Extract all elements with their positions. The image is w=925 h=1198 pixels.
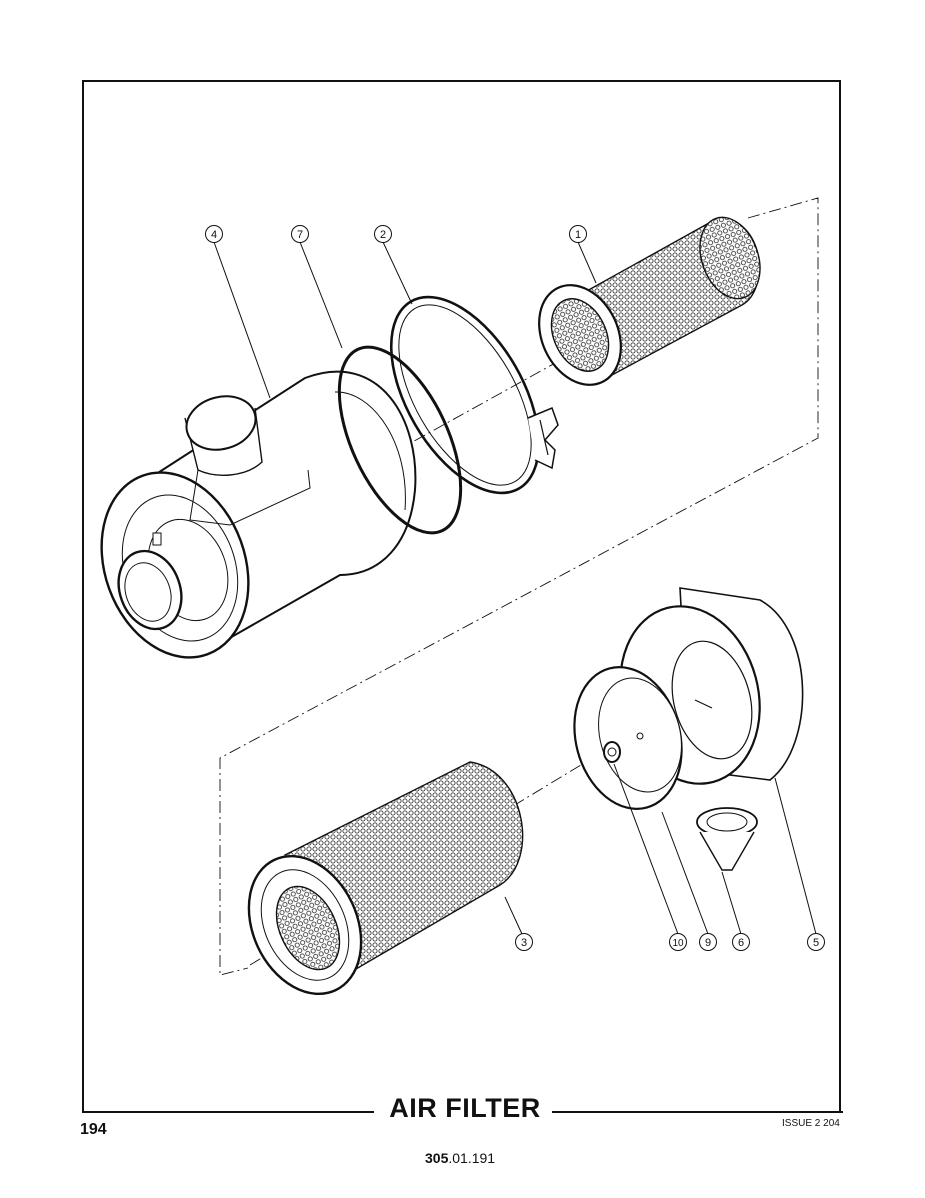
issue-label: ISSUE 2 204: [782, 1118, 840, 1129]
document-reference-bold: 305: [425, 1150, 449, 1166]
title-rule-right: [552, 1111, 843, 1113]
callout-4: 4: [205, 225, 223, 243]
baffle-plate: [573, 666, 683, 810]
title-rule-left: [82, 1111, 374, 1113]
callout-5: 5: [807, 933, 825, 951]
svg-text:7: 7: [297, 229, 303, 241]
callout-6: 6: [732, 933, 750, 951]
svg-text:5: 5: [813, 937, 819, 949]
o-ring-seal: [337, 345, 463, 535]
main-filter-element: [247, 761, 524, 996]
housing-body: [100, 370, 417, 659]
callout-1: 1: [569, 225, 587, 243]
diagram-frame: [82, 80, 841, 1113]
wing-nut: [603, 741, 621, 763]
callout-10: 10: [669, 933, 687, 951]
page-number: 194: [80, 1121, 107, 1138]
dust-valve: [696, 807, 758, 871]
callout-3: 3: [515, 933, 533, 951]
safety-filter-element: [538, 216, 761, 386]
svg-text:10: 10: [672, 938, 684, 949]
document-reference: 305.01.191: [425, 1150, 495, 1166]
callout-9: 9: [699, 933, 717, 951]
leader-lines: [213, 241, 817, 935]
callout-2: 2: [374, 225, 392, 243]
svg-text:2: 2: [380, 229, 386, 241]
svg-text:6: 6: [738, 937, 744, 949]
svg-text:9: 9: [705, 937, 711, 949]
svg-text:3: 3: [521, 937, 527, 949]
callout-7: 7: [291, 225, 309, 243]
page-title: AIR FILTER: [389, 1093, 541, 1123]
svg-text:1: 1: [575, 229, 581, 241]
svg-text:4: 4: [211, 229, 217, 241]
document-reference-rest: .01.191: [448, 1150, 496, 1166]
